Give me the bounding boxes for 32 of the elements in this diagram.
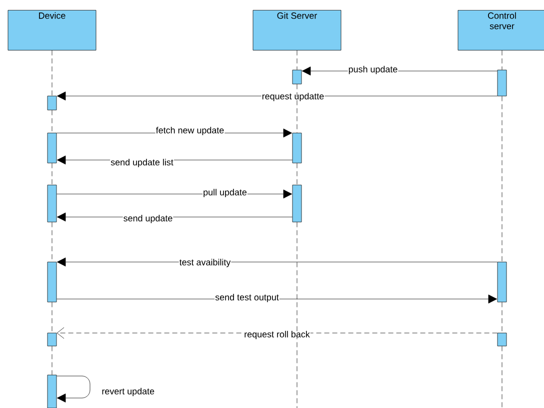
activation-bar bbox=[497, 70, 507, 96]
message-label: revert update bbox=[101, 387, 156, 397]
lifeline-header: Git Server bbox=[252, 10, 342, 50]
message-label: test avaibility bbox=[178, 258, 232, 268]
activation-bar bbox=[47, 262, 57, 302]
activation-bar bbox=[47, 332, 57, 346]
activation-bar bbox=[47, 184, 57, 222]
message-label: pull update bbox=[202, 188, 248, 198]
activation-bar bbox=[47, 132, 57, 164]
message-label: request roll back bbox=[244, 330, 310, 340]
message-arrow bbox=[56, 258, 498, 266]
activation-bar bbox=[292, 132, 302, 164]
message-label: send test output bbox=[214, 293, 280, 303]
activation-bar bbox=[292, 70, 302, 84]
message-label: fetch new update bbox=[155, 126, 225, 136]
message-label: send update list bbox=[110, 158, 174, 168]
activation-bar bbox=[292, 184, 302, 222]
activation-bar bbox=[47, 96, 57, 110]
message-label: send update bbox=[122, 214, 174, 224]
activation-bar bbox=[497, 332, 507, 346]
message-label: request updatte bbox=[261, 92, 325, 102]
activation-bar bbox=[497, 262, 507, 302]
message-arrow bbox=[56, 92, 498, 100]
lifeline bbox=[296, 84, 298, 133]
message-label: push update bbox=[348, 65, 398, 75]
message-arrow bbox=[56, 376, 90, 402]
lifeline-header: Control server bbox=[458, 10, 544, 50]
lifeline bbox=[296, 50, 298, 70]
lifeline bbox=[296, 222, 298, 408]
lifeline-header: Device bbox=[8, 10, 96, 50]
lifeline bbox=[296, 163, 298, 185]
activation-bar bbox=[47, 374, 57, 408]
